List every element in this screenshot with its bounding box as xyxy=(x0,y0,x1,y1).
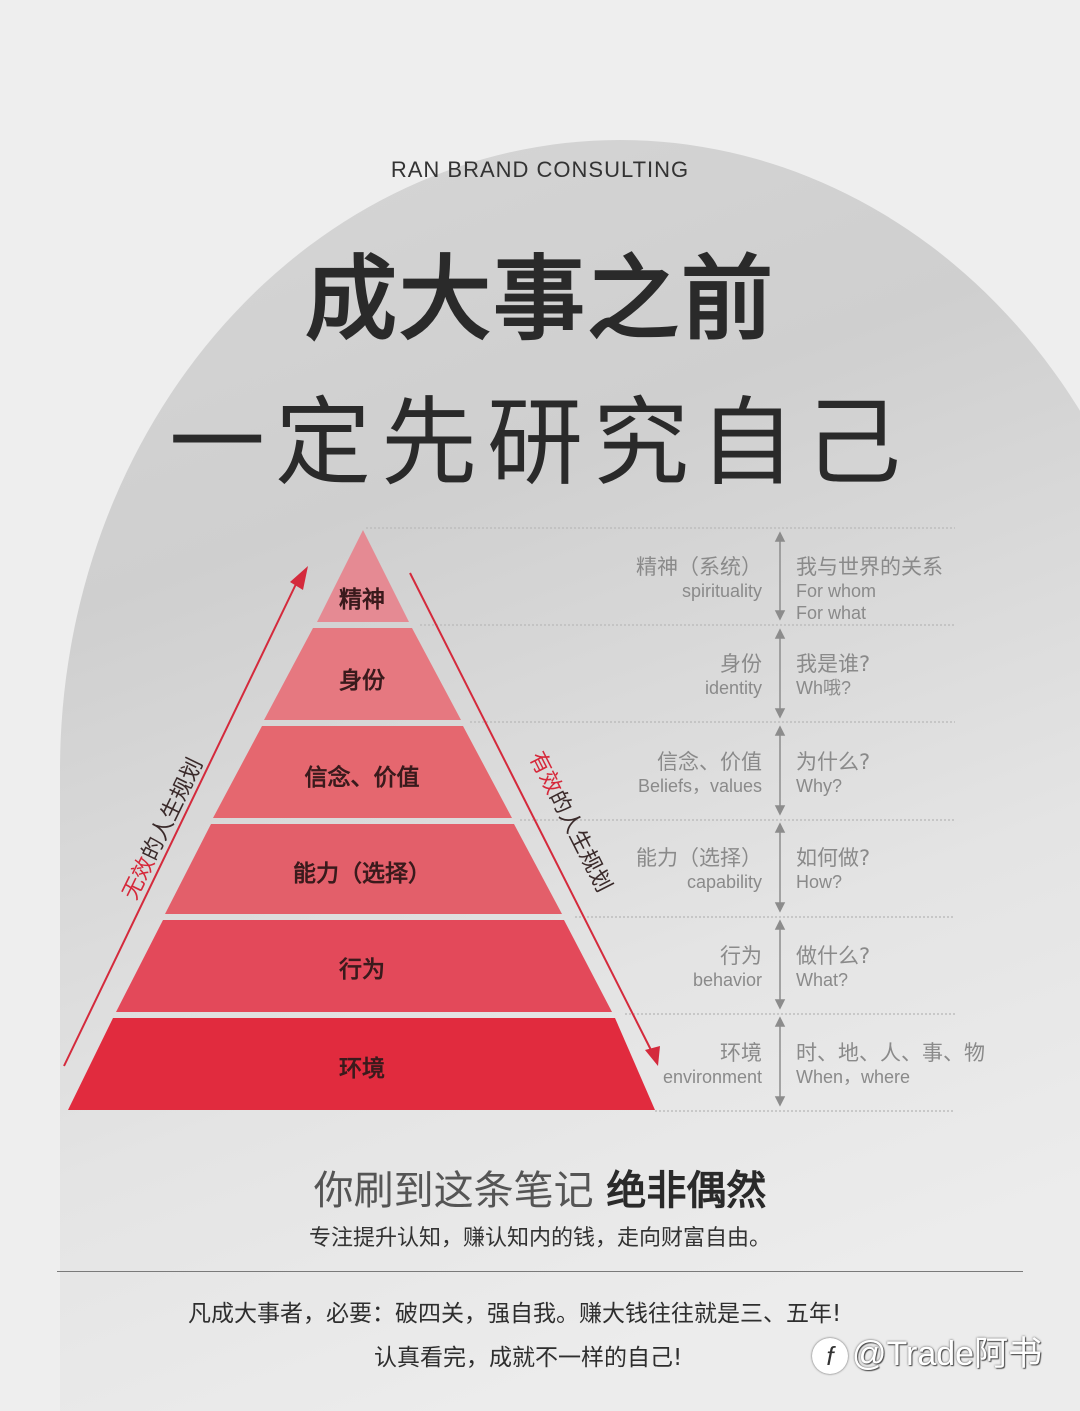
title-line-2: 一定先研究自己 xyxy=(169,387,911,499)
divider xyxy=(57,1271,1023,1272)
tier-label-environment: 环境 xyxy=(339,1056,385,1082)
tier-4-shape xyxy=(165,824,562,914)
slogan-light: 你刷到这条笔记 xyxy=(313,1168,594,1214)
tier-label-identity: 身份 xyxy=(339,668,385,694)
watermark: f@Trade阿书 xyxy=(812,1326,1042,1375)
slogan: 你刷到这条笔记 绝非偶然 xyxy=(0,1158,1080,1216)
platform-logo-icon: f xyxy=(812,1338,848,1375)
footer-line-1: 凡成大事者，必要：破四关，强自我。赚大钱往往就是三、五年! xyxy=(188,1301,842,1327)
tier-3-shape xyxy=(213,726,512,818)
background-arch xyxy=(60,140,1080,1411)
tier-label-beliefs: 信念、价值 xyxy=(304,765,420,791)
brand-name: RAN BRAND CONSULTING xyxy=(390,157,690,182)
tier-1-shape xyxy=(317,530,409,622)
right-arrow-head xyxy=(645,1046,660,1066)
tier-6-shape xyxy=(68,1018,655,1110)
tier-label-behavior: 行为 xyxy=(339,957,385,983)
slogan-subtitle: 专注提升认知，赚认知内的钱，走向财富自由。 xyxy=(308,1226,771,1251)
left-arrow-head xyxy=(290,566,308,590)
tier-label-spirituality: 精神 xyxy=(339,587,385,613)
slogan-bold: 绝非偶然 xyxy=(606,1168,767,1214)
title-line-1: 成大事之前 xyxy=(304,246,775,353)
footer-line-2: 认真看完，成就不一样的自己! xyxy=(374,1345,683,1371)
tier-label-capability: 能力（选择） xyxy=(293,861,431,887)
tier-5-shape xyxy=(116,920,612,1012)
double-arrows xyxy=(774,531,786,1107)
tier-2-shape xyxy=(264,628,461,720)
watermark-text: @Trade阿书 xyxy=(852,1335,1043,1373)
level-row-capability: 能力（选择）capability 如何做?How? xyxy=(636,846,871,892)
row-dividers xyxy=(366,527,955,1112)
